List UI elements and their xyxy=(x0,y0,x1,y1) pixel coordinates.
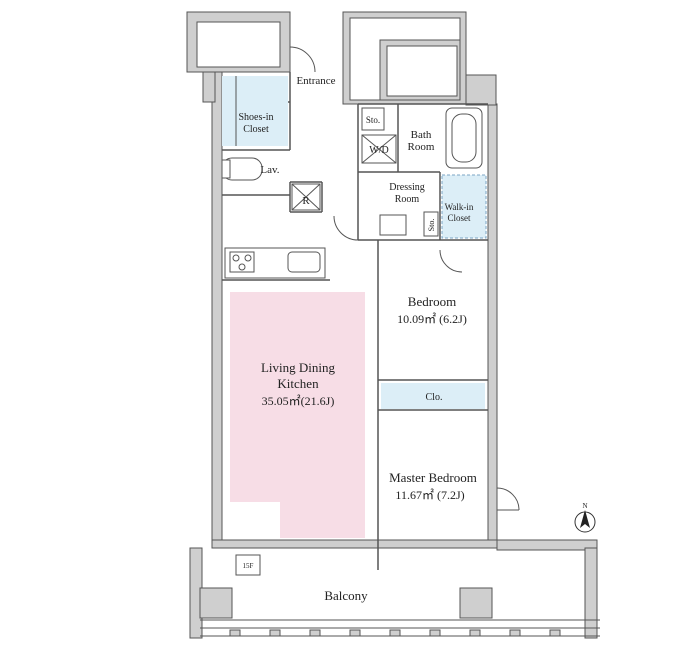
stove xyxy=(229,251,255,273)
dressing-room-label-1: Dressing xyxy=(389,182,425,193)
lavatory-label: Lav. xyxy=(260,164,279,176)
fixtures xyxy=(221,107,483,279)
shoes-in-closet xyxy=(222,76,288,146)
left-exterior-wall xyxy=(211,71,223,541)
closet-label: Clo. xyxy=(426,392,443,403)
storage-box-side xyxy=(423,211,439,237)
partitions xyxy=(222,72,488,570)
bath-room-label-2: Room xyxy=(408,141,435,153)
floor-label: 15F xyxy=(243,562,254,570)
walk-in-closet-label-1: Walk-in xyxy=(445,202,474,212)
wash-basin xyxy=(379,214,407,236)
master-bedroom-label: Master Bedroom xyxy=(389,470,477,485)
ldk-area: 35.05㎡(21.6J) xyxy=(262,394,335,408)
refrigerator-label: R xyxy=(302,195,310,207)
walls xyxy=(186,11,600,639)
north-arrow-icon xyxy=(580,510,590,528)
doors xyxy=(289,46,520,511)
bedroom-area: 10.09㎡ (6.2J) xyxy=(397,312,467,326)
living-dining-kitchen-area xyxy=(230,292,365,538)
storage-top-label: Sto. xyxy=(366,115,380,125)
walk-in-closet-label-2: Closet xyxy=(447,213,471,223)
bath-room-label-1: Bath xyxy=(411,129,432,141)
balcony-label: Balcony xyxy=(324,588,368,603)
washer-dryer-label: W/D xyxy=(369,145,388,156)
compass: N xyxy=(574,502,596,533)
ldk-label-1: Living Dining xyxy=(261,360,336,375)
entrance-label: Entrance xyxy=(296,75,335,87)
ldk-label-2: Kitchen xyxy=(277,376,319,391)
walk-in-closet xyxy=(442,175,486,238)
bedroom-closet xyxy=(381,383,485,409)
bedroom-label: Bedroom xyxy=(408,294,456,309)
master-bedroom-area: 11.67㎡ (7.2J) xyxy=(395,488,464,502)
shoes-closet-label-2: Closet xyxy=(243,124,269,135)
floor-badge xyxy=(235,554,261,576)
dressing-room-label-2: Room xyxy=(395,194,420,205)
kitchen-sink xyxy=(287,251,321,273)
compass-label: N xyxy=(582,502,587,510)
storage-side-label: Sto. xyxy=(427,219,436,232)
right-exterior-wall xyxy=(487,103,498,545)
shoes-closet-label-1: Shoes-in xyxy=(239,112,274,123)
storage-box-top xyxy=(361,107,385,131)
